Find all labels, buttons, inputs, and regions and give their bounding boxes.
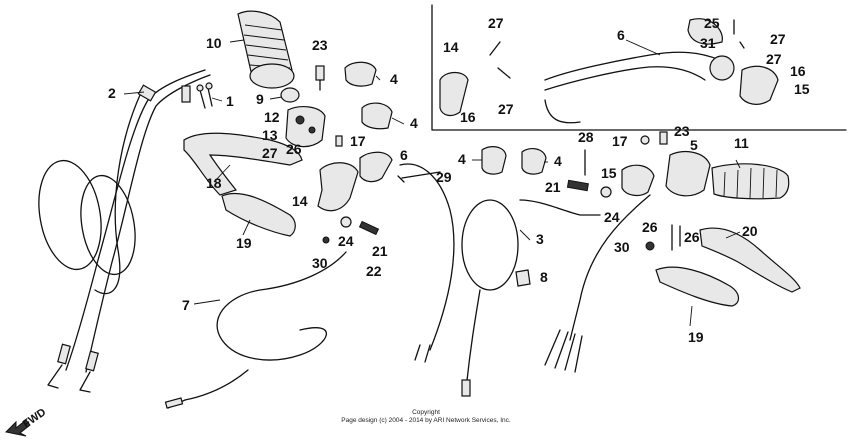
part-21-pivot-right xyxy=(566,179,589,192)
callout-17b: 17 xyxy=(612,133,628,149)
right-switch-wires xyxy=(544,194,651,373)
part-23-bolt-left xyxy=(315,65,325,91)
callout-17a: 17 xyxy=(350,133,366,149)
part-9-grip-end xyxy=(280,87,300,103)
callout-16a: 16 xyxy=(460,109,476,125)
callout-2: 2 xyxy=(108,85,116,101)
callout-22: 22 xyxy=(366,263,382,279)
part-10-grip xyxy=(237,10,295,89)
copyright-line-2: Page design (c) 2004 - 2014 by ARI Netwo… xyxy=(341,417,511,424)
callout-13: 13 xyxy=(262,127,278,143)
callout-27c: 27 xyxy=(262,145,278,161)
callout-19a: 19 xyxy=(236,235,252,251)
part-29-screw xyxy=(397,171,441,183)
callout-6b: 6 xyxy=(617,27,625,43)
part-21-pivot-left xyxy=(358,220,380,236)
part-30-nut-left xyxy=(322,236,330,244)
part-11-grip-right xyxy=(711,163,790,200)
part-19-cover-right xyxy=(655,266,740,307)
callout-5: 5 xyxy=(690,137,698,153)
part-15-switch-piece xyxy=(621,164,655,197)
part-24-nut-right xyxy=(600,186,612,198)
callout-12: 12 xyxy=(264,109,280,125)
svg-text:FWD: FWD xyxy=(21,406,48,430)
part-12-switch-housing xyxy=(285,106,326,148)
callout-23b: 23 xyxy=(674,123,690,139)
callout-15b: 15 xyxy=(794,81,810,97)
part-5-housing xyxy=(665,151,711,197)
part-3-cable xyxy=(399,163,601,397)
part-18-lever xyxy=(183,132,303,196)
callout-4c: 4 xyxy=(458,151,466,167)
callout-28: 28 xyxy=(578,129,594,145)
callout-18: 18 xyxy=(206,175,222,191)
callout-30b: 30 xyxy=(614,239,630,255)
callout-31: 31 xyxy=(700,35,716,51)
part-17-bolt-left xyxy=(335,135,343,147)
callout-26a: 26 xyxy=(286,141,302,157)
callout-11: 11 xyxy=(734,135,749,151)
callout-21b: 21 xyxy=(545,179,561,195)
callout-14b: 14 xyxy=(443,39,459,55)
callout-24a: 24 xyxy=(338,233,354,249)
part-6-perch xyxy=(359,151,393,183)
part-20-lever-right xyxy=(699,227,801,293)
cable-assembly-left xyxy=(38,69,211,393)
part-4-clamp-upper xyxy=(344,61,393,130)
callout-29: 29 xyxy=(436,169,452,185)
callout-labels: 1 2 3 4 4 4 4 5 6 6 7 8 9 10 11 12 13 14… xyxy=(108,15,810,345)
inset-frame xyxy=(431,4,847,131)
callout-7: 7 xyxy=(182,297,190,313)
callout-16b: 16 xyxy=(790,63,806,79)
callout-23a: 23 xyxy=(312,37,328,53)
leader-lines xyxy=(123,39,741,327)
part-19-cover-left xyxy=(221,192,296,237)
callout-27d: 27 xyxy=(770,31,786,47)
callout-3: 3 xyxy=(536,231,544,247)
part-17-bolt-right xyxy=(640,135,650,145)
callout-21a: 21 xyxy=(372,243,388,259)
callout-24b: 24 xyxy=(604,209,620,225)
callout-4a: 4 xyxy=(390,71,398,87)
callout-25: 25 xyxy=(704,15,720,31)
callout-4d: 4 xyxy=(554,153,562,169)
callout-9: 9 xyxy=(256,91,264,107)
callout-14a: 14 xyxy=(292,193,308,209)
callout-20: 20 xyxy=(742,223,758,239)
part-24-nut-left xyxy=(340,216,352,228)
part-1-adjuster xyxy=(196,82,213,109)
callout-27e: 27 xyxy=(766,51,782,67)
part-14-lever-bracket xyxy=(317,162,359,212)
callout-27b: 27 xyxy=(498,101,514,117)
callout-15a: 15 xyxy=(601,165,617,181)
callout-27a: 27 xyxy=(488,15,504,31)
part-4-clamp-right xyxy=(481,146,547,175)
callout-10: 10 xyxy=(206,35,222,51)
fwd-arrow: FWD xyxy=(4,406,48,437)
part-26-screw-right xyxy=(671,224,681,251)
copyright-line-1: Copyright xyxy=(412,409,440,416)
inset-parts xyxy=(439,18,779,124)
callout-6a: 6 xyxy=(400,147,408,163)
callout-30a: 30 xyxy=(312,255,328,271)
callout-4b: 4 xyxy=(410,115,418,131)
callout-19b: 19 xyxy=(688,329,704,345)
callout-26c: 26 xyxy=(684,229,700,245)
part-30-nut-right xyxy=(645,241,655,251)
callout-8: 8 xyxy=(540,269,548,285)
part-7-cable xyxy=(164,251,347,409)
part-8-clip xyxy=(515,269,531,287)
callout-1: 1 xyxy=(226,93,234,109)
part-23-bolt-right xyxy=(659,131,668,145)
callout-26b: 26 xyxy=(642,219,658,235)
